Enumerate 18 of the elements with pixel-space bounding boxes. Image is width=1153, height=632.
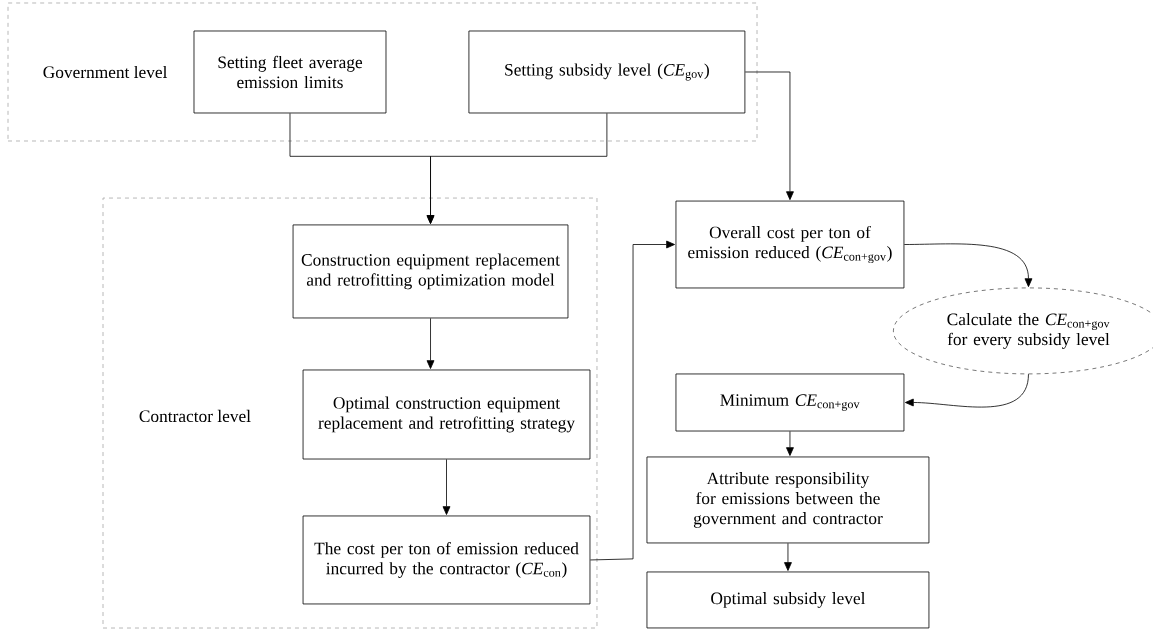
arrow bbox=[786, 431, 794, 456]
arrow bbox=[589, 240, 675, 561]
process-box: Setting subsidy level (CE$_{gov}$) bbox=[468, 30, 746, 114]
process-box: Attribute responsibility for emissions between the government and contractor bbox=[646, 456, 930, 544]
process-box: Optimal construction equipment replacement and retrofitting strategy bbox=[302, 369, 591, 460]
arrow bbox=[904, 373, 1029, 408]
arrow bbox=[903, 243, 1033, 288]
process-box: Overall cost per ton of emission reduced (CE$_{con+gov}$) bbox=[675, 200, 905, 289]
arrow bbox=[442, 459, 451, 515]
process-box: Minimum CE$_{con+gov}$ bbox=[675, 373, 905, 432]
process-box: Construction equipment replacement and retrofitting optimization model bbox=[292, 224, 569, 319]
arrow bbox=[426, 113, 608, 224]
arrow bbox=[744, 71, 794, 201]
process-box: The cost per ton of emission reduced incurred by the contractor (CE$_{con}$) bbox=[302, 515, 591, 605]
arrow bbox=[426, 318, 435, 369]
process-box: Setting fleet average emission limits bbox=[193, 30, 387, 114]
arrow bbox=[784, 542, 792, 571]
process-box: Optimal subsidy level bbox=[646, 571, 930, 629]
